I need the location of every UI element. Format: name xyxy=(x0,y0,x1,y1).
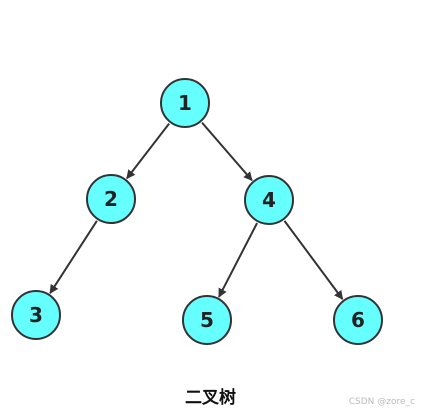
edge-1-to-4 xyxy=(201,121,253,182)
node-circle-2 xyxy=(86,174,136,224)
tree-node-2: 2 xyxy=(86,174,136,224)
tree-node-3: 3 xyxy=(11,290,61,340)
tree-node-6: 6 xyxy=(333,295,383,345)
watermark-text: CSDN @zore_c xyxy=(348,397,415,407)
node-label-4: 4 xyxy=(262,188,276,212)
node-circle-4 xyxy=(244,175,294,225)
node-label-5: 5 xyxy=(200,308,214,332)
edge-1-to-2 xyxy=(126,122,170,180)
node-label-2: 2 xyxy=(104,187,118,211)
node-circle-6 xyxy=(333,295,383,345)
tree-node-5: 5 xyxy=(182,295,232,345)
node-circle-5 xyxy=(182,295,232,345)
edge-4-to-5 xyxy=(218,222,258,298)
diagram-caption: 二叉树 xyxy=(185,388,236,408)
node-circle-1 xyxy=(160,78,210,128)
tree-node-4: 4 xyxy=(244,175,294,225)
edge-2-to-3 xyxy=(49,220,98,294)
node-label-6: 6 xyxy=(351,308,365,332)
node-circle-3 xyxy=(11,290,61,340)
edge-4-to-6 xyxy=(283,220,344,300)
node-label-1: 1 xyxy=(178,91,192,115)
node-label-3: 3 xyxy=(29,303,43,327)
tree-node-1: 1 xyxy=(160,78,210,128)
nodes-layer: 1 2 4 3 5 6 xyxy=(11,78,383,345)
edges-layer xyxy=(49,121,344,300)
